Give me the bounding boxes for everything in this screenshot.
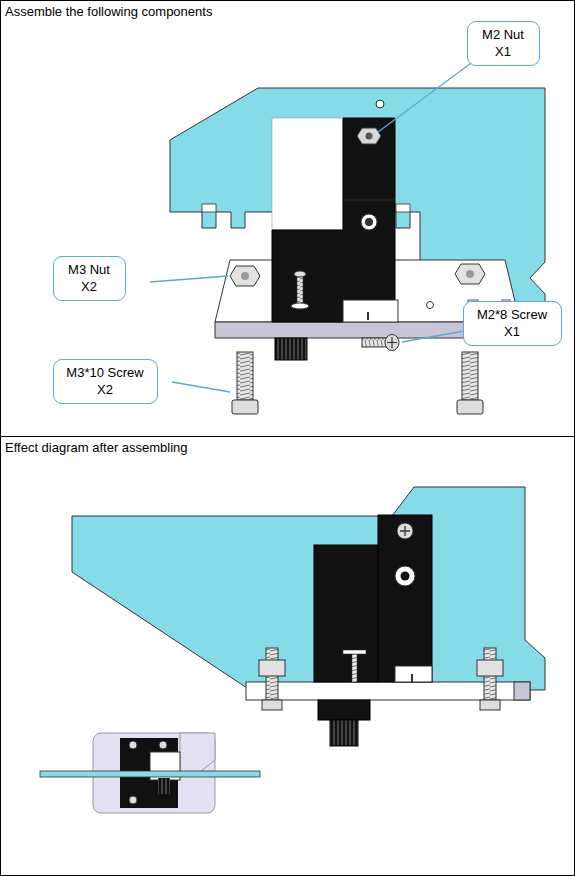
motor-bracket	[272, 118, 395, 322]
m2-nut	[357, 128, 381, 144]
m3-nut	[230, 266, 260, 286]
assembled-view	[40, 487, 545, 813]
part-label: M3*10 Screw X2	[62, 364, 148, 398]
m2-screw	[362, 338, 386, 347]
acrylic-plate	[170, 88, 545, 330]
step-heading: Effect diagram after assembling	[1, 437, 574, 456]
result-panel: Effect diagram after assembling	[0, 436, 575, 876]
part-callout: M2*8 Screw X1	[463, 301, 562, 346]
part-label: M2*8 Screw X1	[472, 306, 552, 340]
m3-screw	[462, 352, 478, 400]
m3-screw	[237, 352, 253, 400]
m3-nut	[455, 264, 485, 284]
part-label: M2 Nut X1	[476, 26, 530, 60]
step-heading: Assemble the following components	[1, 1, 574, 20]
exploded-view	[150, 55, 545, 414]
part-callout: M3 Nut X2	[53, 256, 126, 301]
part-label: M3 Nut X2	[62, 261, 116, 295]
knob	[275, 338, 307, 360]
acrylic-plate	[72, 487, 545, 690]
step-panel: Assemble the following components M2 Nut …	[0, 0, 575, 437]
part-callout: M2 Nut X1	[467, 21, 540, 66]
knob	[330, 720, 358, 746]
part-callout: M3*10 Screw X2	[53, 359, 158, 404]
